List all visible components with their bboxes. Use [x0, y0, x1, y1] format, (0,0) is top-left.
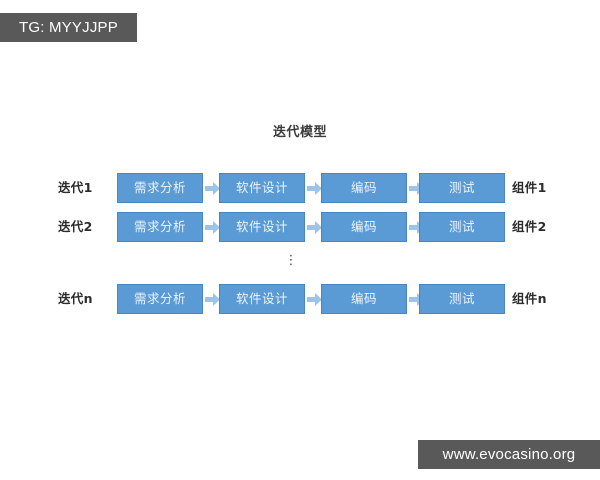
stage-box-design[interactable]: 软件设计	[219, 284, 305, 314]
right-arrow-icon	[205, 293, 220, 306]
iteration-output-label: 组件1	[512, 180, 547, 195]
watermark-badge-bottom-right: www.evocasino.org	[418, 440, 600, 469]
watermark-badge-top-left: TG: MYYJJPP	[0, 13, 137, 42]
iteration-output-label: 组件2	[512, 219, 547, 234]
iteration-row: 迭代2 需求分析 软件设计 编码 测试 组件2	[0, 212, 600, 242]
stage-box-coding[interactable]: 编码	[321, 173, 407, 203]
right-arrow-icon	[205, 221, 220, 234]
iteration-label: 迭代n	[58, 291, 93, 306]
stage-box-testing[interactable]: 测试	[419, 284, 505, 314]
right-arrow-icon	[307, 221, 322, 234]
stage-box-coding[interactable]: 编码	[321, 212, 407, 242]
right-arrow-icon	[307, 182, 322, 195]
iteration-row: 迭代1 需求分析 软件设计 编码 测试 组件1	[0, 173, 600, 203]
iteration-label: 迭代2	[58, 219, 93, 234]
iteration-output-label: 组件n	[512, 291, 547, 306]
vertical-ellipsis: ⋮	[284, 253, 298, 268]
stage-box-testing[interactable]: 测试	[419, 173, 505, 203]
iteration-label: 迭代1	[58, 180, 93, 195]
right-arrow-icon	[205, 182, 220, 195]
page-title: 迭代模型	[272, 125, 327, 140]
iteration-row: 迭代n 需求分析 软件设计 编码 测试 组件n	[0, 284, 600, 314]
stage-box-requirements[interactable]: 需求分析	[117, 284, 203, 314]
stage-box-design[interactable]: 软件设计	[219, 173, 305, 203]
stage-box-design[interactable]: 软件设计	[219, 212, 305, 242]
stage-box-testing[interactable]: 测试	[419, 212, 505, 242]
stage-box-requirements[interactable]: 需求分析	[117, 173, 203, 203]
stage-box-coding[interactable]: 编码	[321, 284, 407, 314]
right-arrow-icon	[307, 293, 322, 306]
stage-box-requirements[interactable]: 需求分析	[117, 212, 203, 242]
